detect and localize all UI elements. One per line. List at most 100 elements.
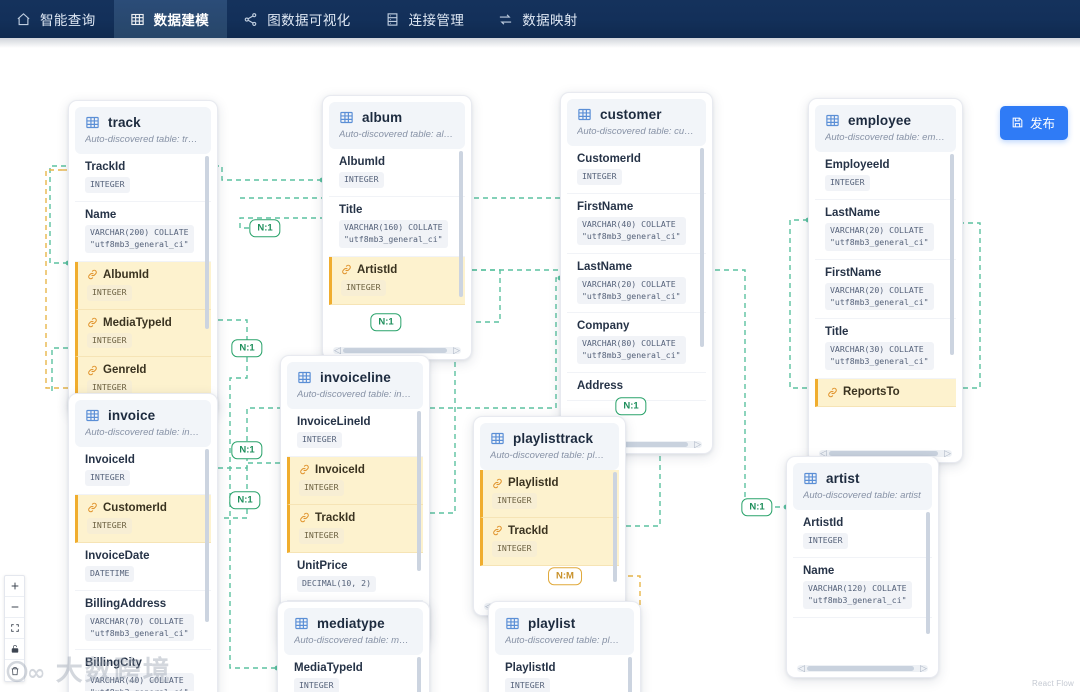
scroll-right-arrow[interactable]: ▷ xyxy=(920,663,927,673)
edge-cardinality-label[interactable]: N:M xyxy=(548,567,582,585)
field-name: CustomerId xyxy=(103,501,167,514)
edge-cardinality-label[interactable]: N:1 xyxy=(229,491,261,509)
horizontal-scrollbar[interactable]: ◁▷ xyxy=(333,345,461,355)
edge-cardinality-label[interactable]: N:1 xyxy=(231,441,263,459)
edge-cardinality-label[interactable]: N:1 xyxy=(370,313,402,331)
field-row-foreign-key[interactable]: ReportsTo xyxy=(815,379,956,408)
field-name: Title xyxy=(339,203,363,216)
scroll-right-arrow[interactable]: ▷ xyxy=(944,448,951,458)
publish-button[interactable]: 发布 xyxy=(999,106,1068,140)
vertical-scrollbar[interactable] xyxy=(205,156,209,386)
vertical-scrollbar[interactable] xyxy=(628,657,632,692)
nav-tab-graph-visualization[interactable]: 图数据可视化 xyxy=(227,0,368,38)
zoom-out-button[interactable] xyxy=(5,597,24,618)
fit-view-button[interactable] xyxy=(5,618,24,639)
delete-button[interactable] xyxy=(5,660,24,681)
vertical-scrollbar[interactable] xyxy=(700,148,704,425)
lock-button[interactable] xyxy=(5,639,24,660)
horizontal-scrollbar[interactable]: ◁▷ xyxy=(819,448,952,458)
vertical-scrollbar[interactable] xyxy=(613,472,617,587)
scroll-left-arrow[interactable]: ◁ xyxy=(820,448,827,458)
vertical-scrollbar[interactable] xyxy=(417,657,421,692)
table-icon xyxy=(295,617,308,630)
zoom-in-button[interactable] xyxy=(5,576,24,597)
scroll-right-arrow[interactable]: ▷ xyxy=(453,345,460,355)
nav-tab-data-modeling[interactable]: 数据建模 xyxy=(113,0,228,38)
link-icon xyxy=(493,478,502,488)
vertical-scrollbar[interactable] xyxy=(205,449,209,679)
horizontal-scrollbar[interactable]: ◁▷ xyxy=(797,663,928,673)
field-type: INTEGER xyxy=(341,279,386,296)
edge-cardinality-label[interactable]: N:1 xyxy=(231,339,263,357)
edge-cardinality-label[interactable]: N:1 xyxy=(615,397,647,415)
edge-cardinality-label[interactable]: N:1 xyxy=(249,219,281,237)
trash-icon xyxy=(11,666,18,675)
nav-tab-data-mapping[interactable]: 数据映射 xyxy=(482,0,596,38)
top-navigation-bar: 智能查询 数据建模 图数据可视化 连接管理 数据映射 xyxy=(0,0,1080,38)
nav-tab-connection-management[interactable]: 连接管理 xyxy=(369,0,483,38)
nav-tab-intelligent-query[interactable]: 智能查询 xyxy=(0,0,114,38)
edge-cardinality-label[interactable]: N:1 xyxy=(741,498,773,516)
vertical-scrollbar[interactable] xyxy=(950,154,954,434)
react-flow-attribution: React Flow xyxy=(1031,679,1074,688)
scroll-right-arrow[interactable]: ▷ xyxy=(694,439,701,449)
vertical-scrollbar[interactable] xyxy=(926,512,930,649)
vertical-scrollbar[interactable] xyxy=(459,151,463,331)
scroll-left-arrow[interactable]: ◁ xyxy=(798,663,805,673)
vertical-scrollbar[interactable] xyxy=(417,411,421,616)
scroll-left-arrow[interactable]: ◁ xyxy=(334,345,341,355)
